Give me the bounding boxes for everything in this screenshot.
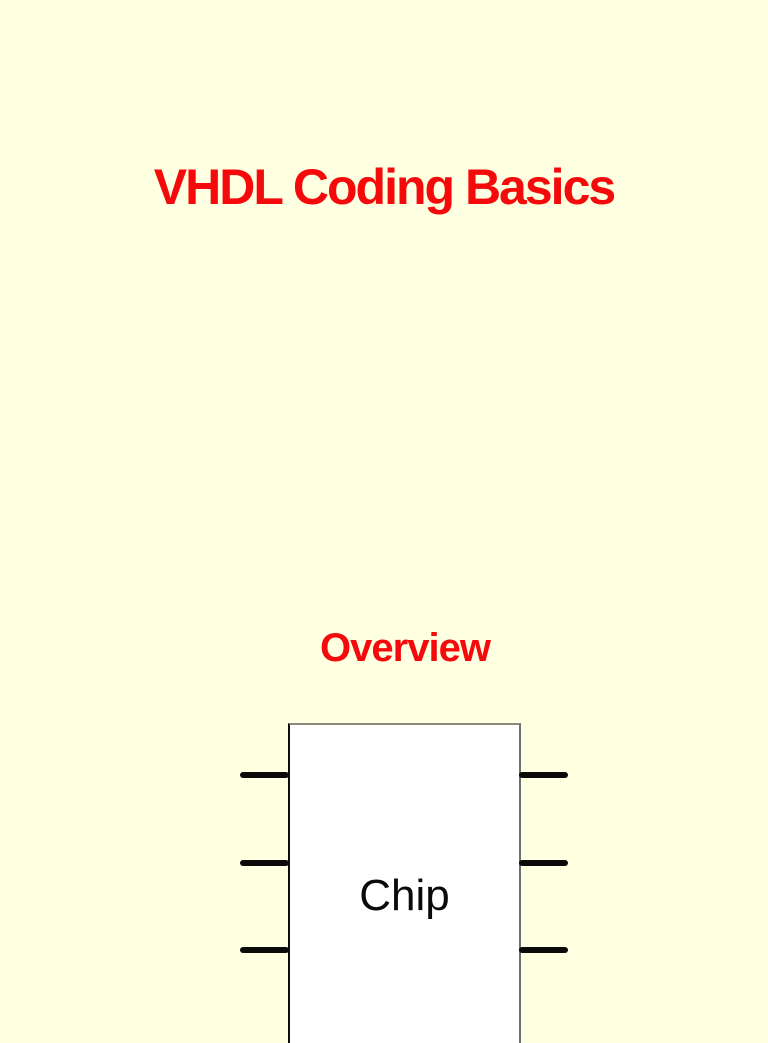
section-heading-overview: Overview [320, 626, 491, 670]
chip-label: Chip [359, 871, 450, 920]
chip-pin-right-3 [519, 947, 568, 953]
chip-pin-left-3 [240, 947, 289, 953]
chip-pin-right-2 [519, 860, 568, 866]
chip-pin-left-1 [240, 772, 289, 778]
slide-title: VHDL Coding Basics [153, 159, 616, 215]
chip-pin-left-2 [240, 860, 289, 866]
chip-body: Chip [288, 723, 521, 1043]
chip-pin-right-1 [519, 772, 568, 778]
